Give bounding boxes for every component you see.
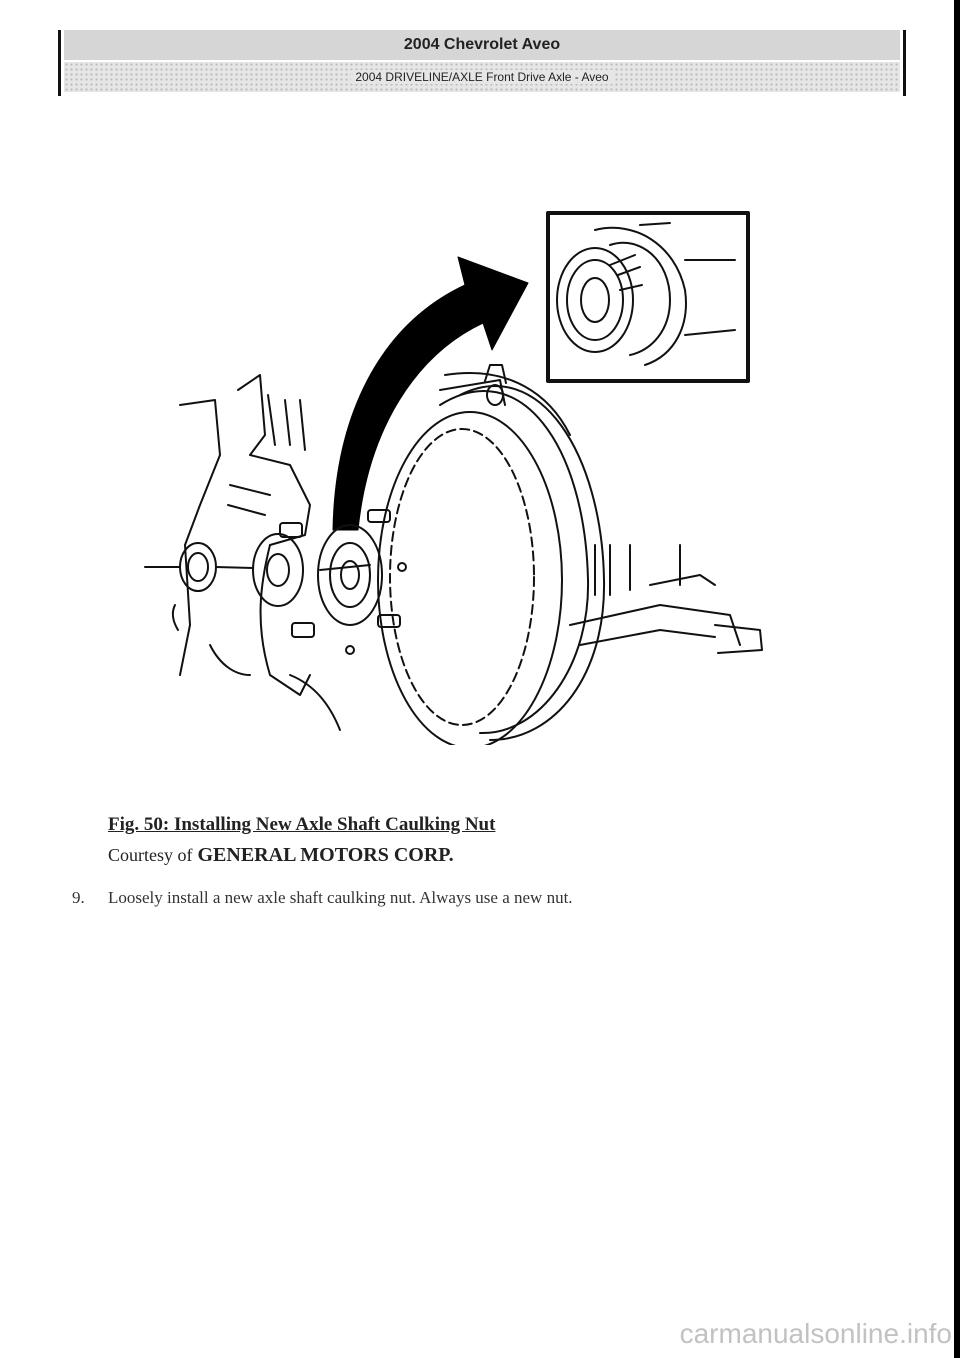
step-number: 9. — [72, 888, 85, 907]
step-item: 9. Loosely install a new axle shaft caulk… — [72, 888, 573, 908]
step-text: Loosely install a new axle shaft caulkin… — [108, 888, 573, 907]
page-header: 2004 Chevrolet Aveo 2004 DRIVELINE/AXLE … — [58, 30, 906, 96]
watermark: carmanualsonline.info — [679, 1318, 952, 1349]
figure-caption: Fig. 50: Installing New Axle Shaft Caulk… — [108, 814, 496, 835]
header-right-rule — [903, 30, 906, 96]
header-subtitle-band: 2004 DRIVELINE/AXLE Front Drive Axle - A… — [64, 62, 900, 92]
header-title: 2004 Chevrolet Aveo — [64, 30, 900, 60]
inset-detail — [546, 211, 750, 383]
brake-rotor — [377, 372, 606, 745]
header-left-rule — [58, 30, 61, 96]
steering-knuckle — [179, 374, 341, 731]
lower-control-arm — [569, 544, 763, 654]
strut-bolt — [439, 364, 507, 406]
header-subtitle: 2004 DRIVELINE/AXLE Front Drive Axle - A… — [351, 70, 613, 84]
courtesy-prefix: Courtesy of — [108, 845, 193, 865]
wheel-hub — [317, 509, 407, 655]
figure-courtesy: Courtesy of GENERAL MOTORS CORP. — [108, 844, 454, 867]
courtesy-name: GENERAL MOTORS CORP. — [197, 844, 454, 866]
arrow-shape — [332, 256, 529, 531]
axle-nut-and-washer — [144, 533, 304, 631]
page-edge-bar — [954, 0, 960, 1358]
axle-nut-illustration — [144, 211, 763, 745]
